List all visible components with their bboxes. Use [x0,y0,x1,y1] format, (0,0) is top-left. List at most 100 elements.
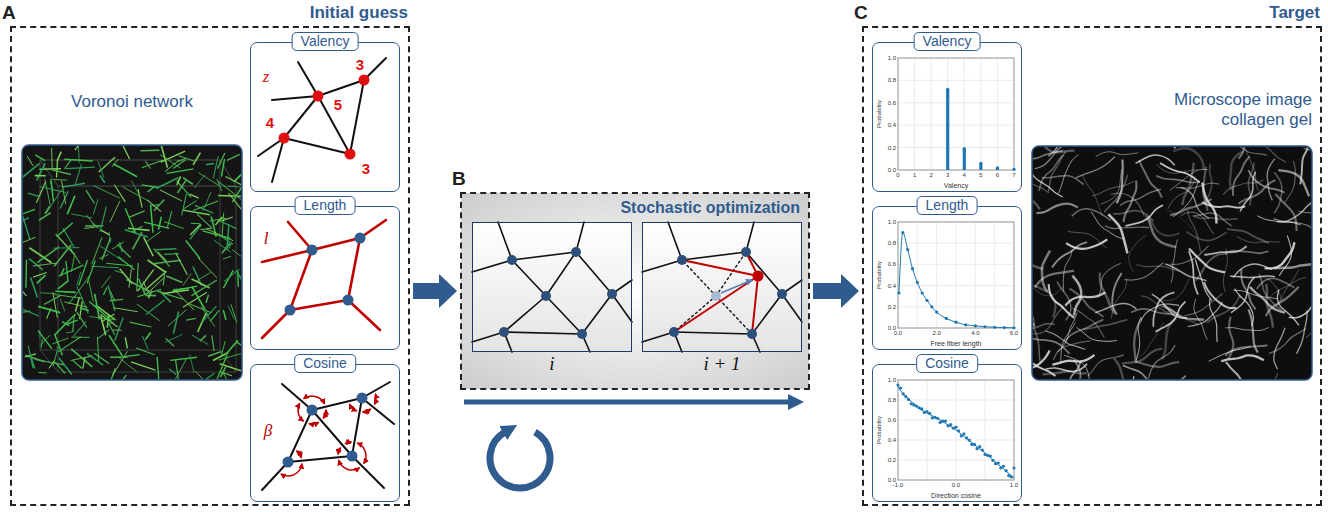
image-frame [22,145,242,380]
grid-line [980,58,981,170]
edge-line [288,222,312,250]
panel-title: Target [1269,3,1320,23]
fiber-segment [114,185,125,202]
fiber-segment [228,193,241,217]
fiber [1246,149,1259,191]
data-point [936,417,939,420]
fiber [1123,181,1136,222]
data-point [960,434,963,437]
grid-line [898,80,1014,81]
axis-label: 0.0 [894,330,902,336]
fiber-segment [221,341,225,356]
fiber-segment [196,372,205,379]
fiber-segment [167,211,172,228]
fiber-segment [37,275,46,283]
fiber-segment [193,153,200,165]
fiber-segment [175,358,186,379]
data-point [911,267,914,270]
fiber-segment [223,310,226,320]
network-node [343,295,354,306]
sketch-label: z [263,68,270,85]
data-point [991,459,994,462]
fiber-segment [101,276,110,289]
bar-marker [963,147,966,150]
data-point [931,416,934,419]
fiber-segment [123,187,148,201]
edge-line [642,332,674,342]
fiber-segment [206,295,209,303]
sketch-label: l [264,230,269,247]
fiber-segment [73,360,82,368]
fiber-segment [145,333,150,340]
data-point [902,392,905,395]
fiber-segment [86,190,95,203]
fiber-segment [53,292,57,317]
grid-line [898,102,1014,103]
edge-line [668,222,682,260]
fiber-segment [227,224,229,247]
network-sketch [472,222,632,352]
fiber-segment [173,160,185,169]
fiber-segment [39,213,51,221]
fiber [1052,355,1094,365]
fiber [1186,231,1226,240]
fiber [1157,278,1190,300]
fiber-segment [100,207,106,232]
fiber-segment [137,263,139,291]
fiber [1092,181,1134,196]
angle-arrow [298,403,304,421]
edge-line [318,96,350,154]
panel-letter: C [854,2,868,24]
fiber-segment [54,179,68,181]
fiber-segment [167,169,194,174]
step-label: i [549,353,554,375]
fiber-segment [98,161,104,178]
axis-label: 0.2 [888,457,896,463]
edge-line [576,252,612,294]
fiber [1039,155,1063,191]
fiber-segment [227,340,238,353]
fiber-segment [130,322,152,327]
sketch-label: 3 [362,161,370,176]
data-point [904,395,907,398]
grid-line [898,147,1014,148]
fiber-segment [166,276,182,282]
edge-line [262,310,290,338]
edge-line [582,294,612,334]
fiber-segment [97,337,98,361]
fiber-segment [56,161,58,177]
data-point [954,321,957,324]
fiber-segment [198,258,217,278]
fiber [1120,189,1161,205]
fiber-segment [133,232,142,249]
fiber-segment [101,316,106,335]
axis-label: 1.0 [888,55,896,61]
image-background [22,145,242,380]
fiber-segment [38,306,60,312]
data-point [973,443,976,446]
data-point [925,299,928,302]
panel-box: BStochastic optimizationii + 1 [460,192,810,390]
angle-arrow [309,422,319,424]
grid-line [927,380,928,480]
data-point [978,445,981,448]
axis-label: 5 [979,172,982,178]
fiber-segment [40,292,55,294]
fiber-segment [131,362,155,370]
fiber [1228,317,1233,359]
fiber [1033,257,1043,268]
plot-box: Cosine [250,364,400,502]
fiber [1058,155,1078,194]
fiber-segment [57,223,73,237]
chart [896,380,1015,480]
data-point [945,317,948,320]
moved-node [753,271,764,282]
data-point [997,462,1000,465]
panel-letter: B [452,168,466,190]
edge-line [682,252,746,260]
axis-label: 2 [929,172,932,178]
fiber [1277,201,1311,222]
fiber-segment [146,231,161,242]
fiber-segment [38,331,52,349]
panel-letter: A [2,2,16,24]
